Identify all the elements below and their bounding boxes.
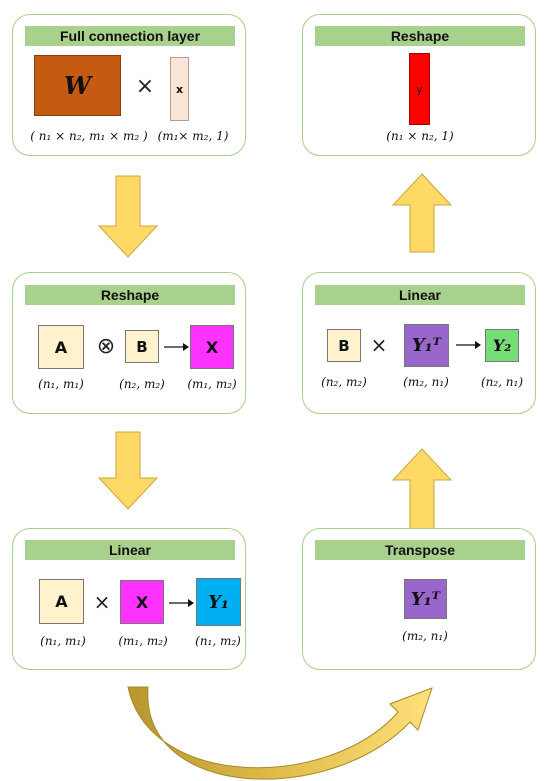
dim-b: (n₂, m₂)	[119, 377, 165, 391]
dim-y1t: (m₂, n₁)	[402, 629, 448, 643]
panel-linear-right: Linear B × Y₁ᵀ Y₂ (n₂, m₂) (m₂, n₁) (n₂,…	[302, 272, 536, 414]
x-label: x	[175, 82, 184, 96]
dim-y2: (n₂, n₁)	[480, 375, 524, 389]
a-label: A	[55, 592, 68, 611]
matrix-y2: Y₂	[485, 329, 519, 362]
panel-header: Linear	[25, 540, 235, 560]
matrix-y1: Y₁	[196, 578, 241, 626]
matrix-b: B	[125, 330, 159, 363]
dim-x: (m₁, m₂)	[187, 377, 237, 391]
dim-a: (n₁, m₁)	[38, 377, 84, 391]
dim-x: (m₁× m₂, 1)	[157, 129, 229, 143]
matrix-x: X	[120, 580, 164, 624]
panel-header: Transpose	[315, 540, 525, 560]
times-sign: ×	[135, 74, 155, 99]
panel-header: Linear	[315, 285, 525, 305]
matrix-y1-transpose: Y₁ᵀ	[404, 579, 447, 619]
input-vector-x: x	[170, 57, 189, 121]
up-arrow-2	[391, 173, 453, 253]
y1t-label: Y₁ᵀ	[410, 588, 441, 610]
dim-a: (n₁, m₁)	[40, 634, 86, 648]
panel-transpose: Transpose Y₁ᵀ (m₂, n₁)	[302, 528, 536, 670]
matrix-a: A	[39, 579, 84, 624]
times-sign: ×	[93, 590, 111, 614]
panel-header: Full connection layer	[25, 26, 235, 46]
arrow-right	[456, 341, 481, 349]
y2-label: Y₂	[492, 336, 512, 355]
panel-reshape-mid: Reshape A ⊗ B X (n₁, m₁) (n₂, m₂) (m₁, m…	[12, 272, 246, 414]
matrix-x: X	[190, 325, 234, 369]
dim-x: (m₁, m₂)	[118, 634, 168, 648]
panel-reshape-top: Reshape y (n₁ × n₂, 1)	[302, 14, 536, 156]
b-label: B	[338, 336, 350, 355]
arrow-right	[164, 343, 189, 351]
y1-label: Y₁	[208, 591, 229, 613]
b-label: B	[136, 337, 148, 356]
dim-b: (n₂, m₂)	[321, 375, 367, 389]
panel-header: Reshape	[315, 26, 525, 46]
arrow-right	[169, 599, 194, 607]
down-arrow-2	[97, 431, 159, 510]
up-arrow-1	[391, 448, 453, 531]
w-label: W	[64, 71, 91, 100]
dim-y: (n₁ × n₂, 1)	[386, 129, 454, 143]
y-label: y	[416, 82, 423, 96]
down-arrow-1	[97, 175, 159, 258]
x-label: X	[135, 592, 149, 612]
y1t-label: Y₁ᵀ	[411, 335, 442, 356]
panel-linear-left: Linear A × X Y₁ (n₁, m₁) (m₁, m₂) (n₁, m…	[12, 528, 246, 670]
times-sign: ×	[370, 333, 388, 357]
panel-header: Reshape	[25, 285, 235, 305]
x-label: X	[205, 337, 219, 357]
panel-full-connection: Full connection layer W × x ( n₁ × n₂, m…	[12, 14, 246, 156]
dim-y1t: (m₂, n₁)	[403, 375, 449, 389]
dim-y1: (n₁, m₂)	[195, 634, 241, 648]
a-label: A	[54, 337, 68, 357]
matrix-a: A	[38, 325, 84, 369]
curved-arrow	[127, 686, 433, 780]
matrix-b: B	[327, 329, 361, 362]
matrix-y1-transpose: Y₁ᵀ	[404, 324, 449, 367]
output-vector-y: y	[409, 53, 430, 125]
dim-w: ( n₁ × n₂, m₁ × m₂ )	[30, 129, 148, 143]
kronecker-sign: ⊗	[96, 334, 116, 359]
weight-matrix-w: W	[34, 55, 121, 116]
